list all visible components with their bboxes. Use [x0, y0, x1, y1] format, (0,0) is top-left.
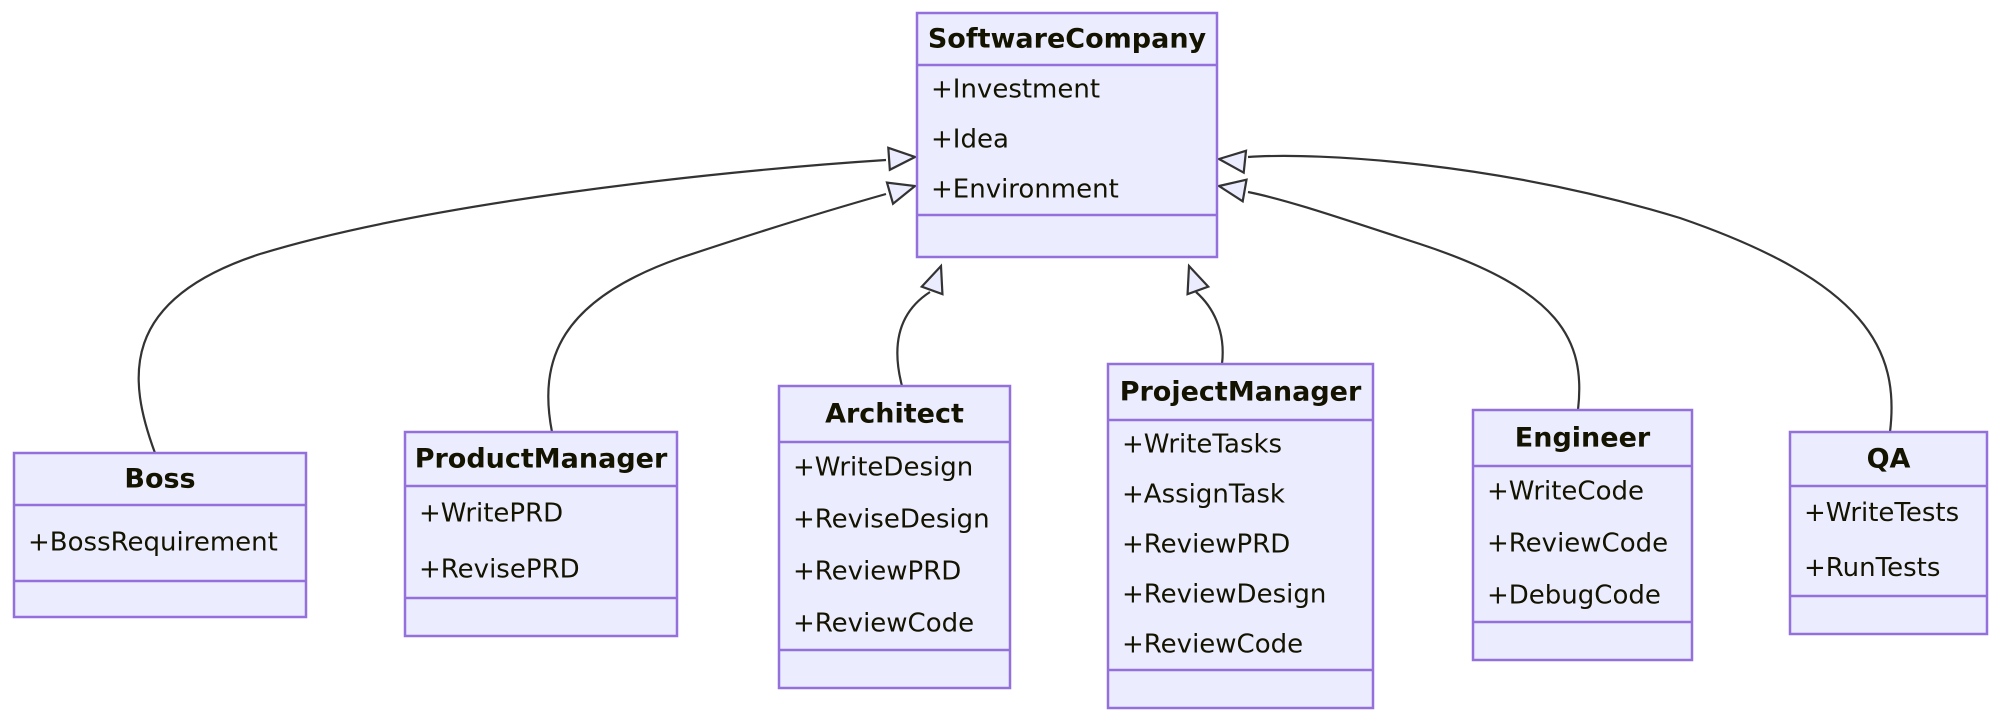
class-attribute-project-manager-0: +WriteTasks: [1122, 430, 1282, 460]
class-attribute-product-manager-1: +RevisePRD: [419, 555, 580, 585]
generalization-arrow-icon-qa-to-company: [1216, 149, 1248, 175]
class-name-qa: QA: [1867, 444, 1911, 475]
class-box-product-manager[interactable]: ProductManager +WritePRD +RevisePRD: [403, 430, 679, 638]
class-attribute-product-manager-0: +WritePRD: [419, 499, 563, 529]
class-attribute-project-manager-4: +ReviewCode: [1122, 630, 1303, 660]
class-attribute-project-manager-2: +ReviewPRD: [1122, 530, 1290, 560]
edge-engineer-to-company: [1216, 178, 1581, 411]
class-box-outline-boss: [12, 451, 308, 619]
edge-line-architect-to-company: [896, 291, 931, 387]
class-box-project-manager[interactable]: ProjectManager +WriteTasks +AssignTask +Rev…: [1106, 362, 1375, 710]
class-box-engineer[interactable]: Engineer +WriteCode +ReviewCode +DebugCode: [1471, 408, 1694, 662]
class-name-product-manager: ProductManager: [415, 444, 668, 475]
edge-line-boss-to-company: [137, 158, 887, 454]
class-attribute-project-manager-1: +AssignTask: [1122, 480, 1285, 510]
edge-qa-to-company: [1216, 149, 1893, 433]
class-attribute-software-company-2: +Environment: [931, 175, 1119, 205]
class-attribute-software-company-0: +Investment: [931, 75, 1100, 105]
class-attribute-boss-0: +BossRequirement: [28, 528, 278, 558]
class-box-outline-engineer: [1471, 408, 1694, 662]
edge-line-project-manager-to-company: [1195, 291, 1224, 365]
class-attribute-software-company-1: +Idea: [931, 125, 1009, 155]
edge-product-manager-to-company: [547, 181, 918, 433]
edge-boss-to-company: [137, 146, 918, 454]
generalization-arrow-icon-engineer-to-company: [1216, 178, 1248, 204]
generalization-arrow-icon-architect-to-company: [919, 263, 944, 296]
class-name-engineer: Engineer: [1515, 423, 1651, 454]
class-box-architect[interactable]: Architect +WriteDesign +ReviseDesign +Revie…: [777, 384, 1012, 690]
class-attribute-architect-3: +ReviewCode: [793, 609, 974, 639]
edge-project-manager-to-company: [1186, 263, 1224, 365]
class-attribute-architect-0: +WriteDesign: [793, 453, 973, 483]
class-box-outline-project-manager: [1106, 362, 1375, 710]
class-box-outline-architect: [777, 384, 1012, 690]
class-name-boss: Boss: [124, 464, 195, 495]
class-attribute-architect-2: +ReviewPRD: [793, 557, 961, 587]
class-attribute-qa-1: +RunTests: [1804, 553, 1940, 583]
generalization-arrow-icon-boss-to-company: [887, 146, 918, 172]
edges-layer: [137, 146, 1893, 454]
generalization-arrow-icon-product-manager-to-company: [885, 181, 918, 206]
class-box-boss[interactable]: Boss +BossRequirement: [12, 451, 308, 619]
class-name-architect: Architect: [825, 399, 964, 430]
edge-architect-to-company: [896, 263, 944, 387]
class-name-software-company: SoftwareCompany: [928, 24, 1207, 55]
class-box-outline-software-company: [915, 11, 1219, 259]
class-attribute-project-manager-3: +ReviewDesign: [1122, 580, 1326, 610]
classes-layer: SoftwareCompany +Investment +Idea +Environm…: [12, 11, 1989, 710]
edge-line-engineer-to-company: [1247, 190, 1581, 411]
class-box-software-company[interactable]: SoftwareCompany +Investment +Idea +Environm…: [915, 11, 1219, 259]
class-attribute-engineer-1: +ReviewCode: [1487, 529, 1668, 559]
generalization-arrow-icon-project-manager-to-company: [1186, 263, 1211, 296]
class-attribute-engineer-2: +DebugCode: [1487, 581, 1661, 611]
class-attribute-engineer-0: +WriteCode: [1487, 477, 1644, 507]
class-box-outline-qa: [1788, 430, 1989, 636]
edge-line-qa-to-company: [1247, 154, 1893, 433]
class-box-qa[interactable]: QA +WriteTests +RunTests: [1788, 430, 1989, 636]
edge-line-product-manager-to-company: [547, 192, 887, 433]
class-box-outline-product-manager: [403, 430, 679, 638]
class-attribute-architect-1: +ReviseDesign: [793, 505, 990, 535]
class-name-project-manager: ProjectManager: [1120, 377, 1362, 408]
class-attribute-qa-0: +WriteTests: [1804, 498, 1959, 528]
